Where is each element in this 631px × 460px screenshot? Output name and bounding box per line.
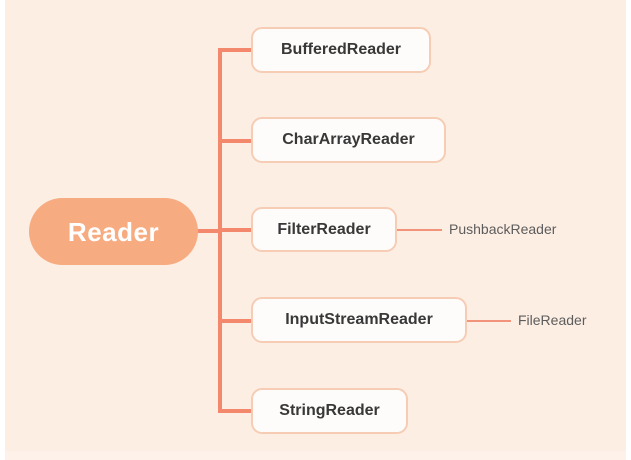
node-bufferedreader-label: BufferedReader <box>280 41 402 58</box>
node-bufferedreader[interactable]: BufferedReader <box>251 27 431 73</box>
node-filereader[interactable]: FileReader <box>518 312 587 328</box>
connector-branch-filterreader <box>218 228 252 232</box>
connector-leaf-pushbackreader <box>396 229 442 231</box>
connector-leaf-filereader <box>467 320 511 322</box>
connector-root-stem <box>196 229 222 233</box>
watermark <box>432 423 597 445</box>
connector-branch-stringreader <box>218 409 252 413</box>
node-inputstreamreader[interactable]: InputStreamReader <box>251 297 467 343</box>
node-chararrayreader[interactable]: CharArrayReader <box>251 117 446 163</box>
bottom-band <box>0 451 631 460</box>
node-reader-root[interactable]: Reader <box>29 198 198 265</box>
node-stringreader-label: StringReader <box>279 402 380 419</box>
node-inputstreamreader-label: InputStreamReader <box>285 311 433 328</box>
connector-branch-bufferedreader <box>218 48 252 52</box>
node-filterreader[interactable]: FilterReader <box>251 207 397 252</box>
node-reader-root-label: Reader <box>67 216 160 247</box>
node-filterreader-label: FilterReader <box>277 220 371 238</box>
node-pushbackreader[interactable]: PushbackReader <box>449 221 557 237</box>
connector-branch-chararrayreader <box>218 139 252 143</box>
connector-branch-inputstreamreader <box>218 319 252 323</box>
node-stringreader[interactable]: StringReader <box>251 388 408 434</box>
right-edge-strip <box>626 0 631 460</box>
node-chararrayreader-label: CharArrayReader <box>282 131 415 148</box>
left-edge-strip <box>0 0 5 460</box>
